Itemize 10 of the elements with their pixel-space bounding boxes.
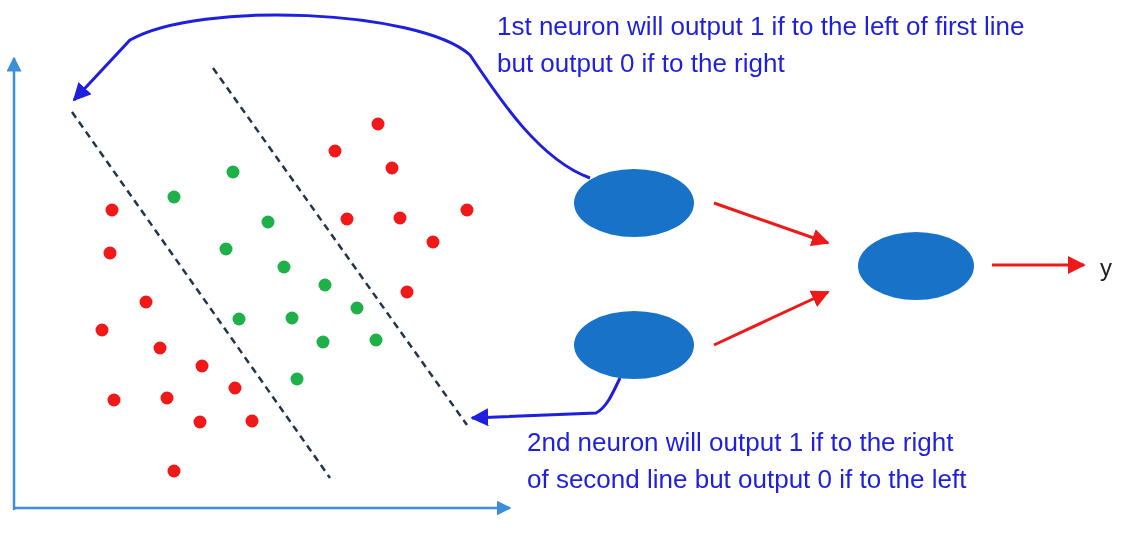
arrow <box>713 201 830 247</box>
neuron-note: 2nd neuron will output 1 if to the right of second line but output 0 if to the left <box>527 426 967 496</box>
arrow <box>72 13 591 180</box>
output-label: y <box>1100 254 1112 282</box>
neuron-note: 1st neuron will output 1 if to the left of first line but output 0 if to the right <box>497 10 1026 80</box>
arrow <box>992 256 1086 274</box>
arrow <box>713 290 830 347</box>
decision-boundary-line <box>212 67 468 426</box>
decision-boundary-line <box>70 111 332 479</box>
arrow <box>470 377 622 427</box>
